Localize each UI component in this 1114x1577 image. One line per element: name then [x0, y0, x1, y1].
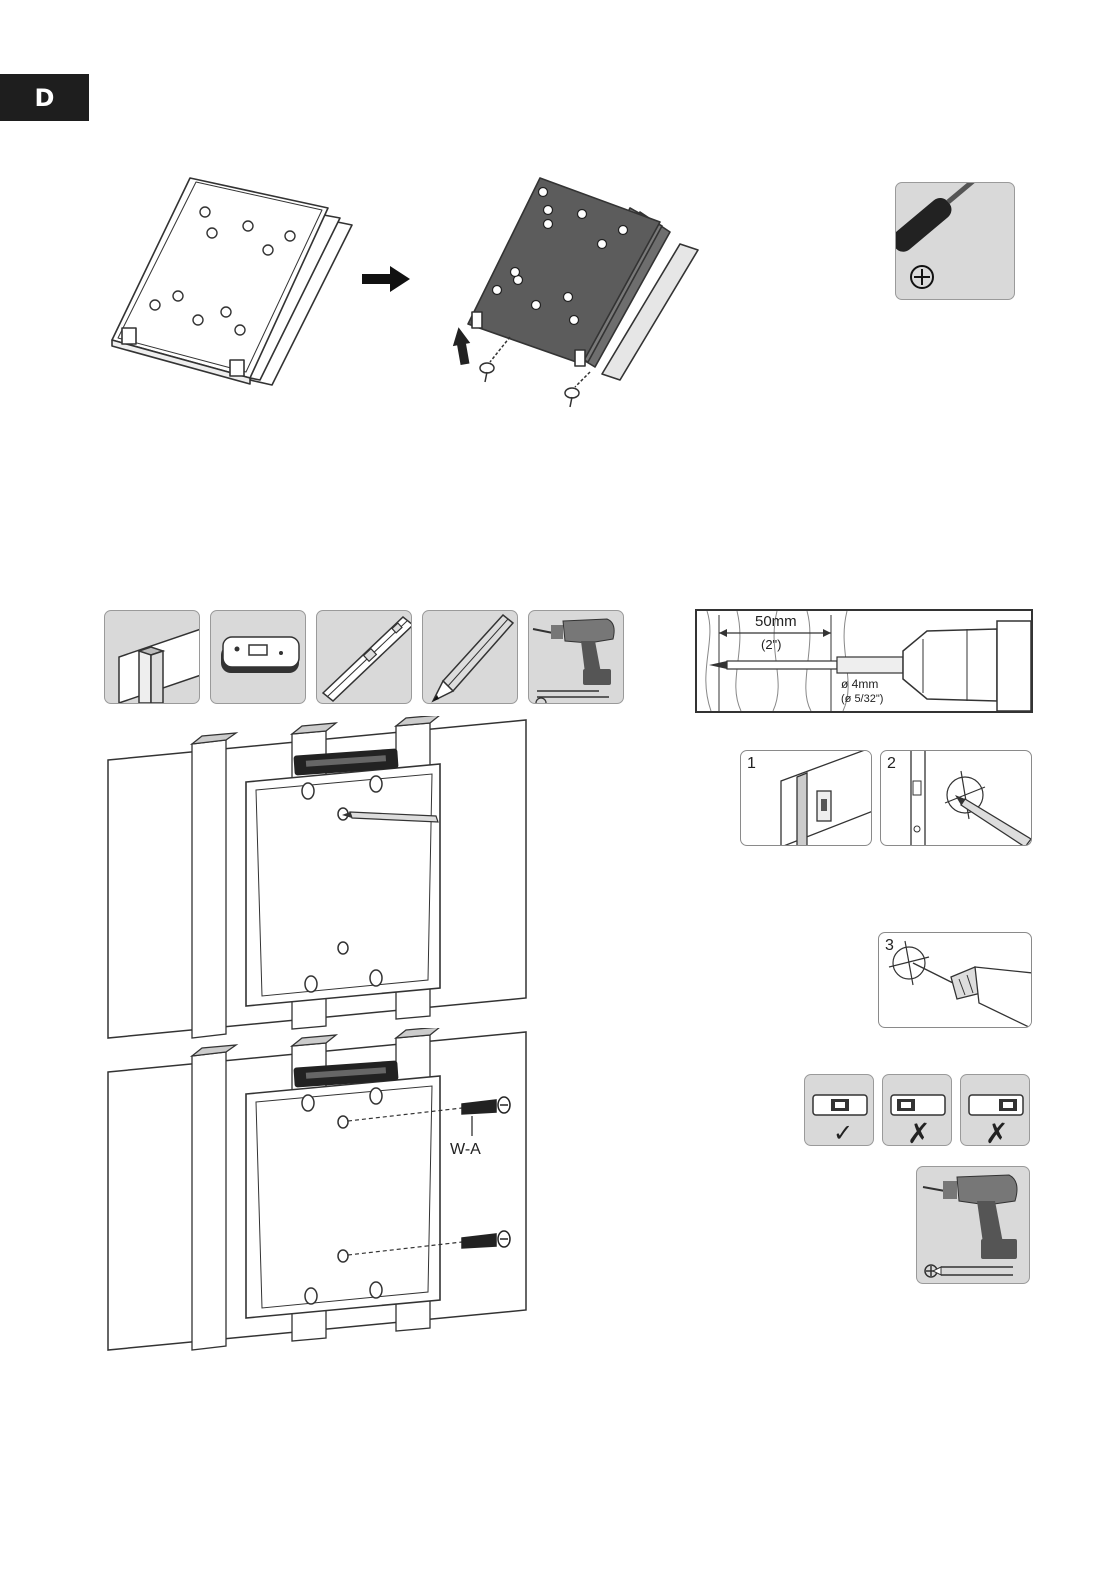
step-3-number: 3 — [885, 937, 894, 955]
tool-stud-finder — [210, 610, 306, 704]
power-drill-icon — [529, 611, 624, 704]
drill-diameter-label: ø 4mm — [841, 677, 878, 691]
power-drill-icon — [917, 1167, 1030, 1284]
tool-power-drill — [528, 610, 624, 704]
drill-screw-panel — [916, 1166, 1030, 1284]
bracket-plate-dark — [440, 172, 705, 412]
drill-depth-detail: 50mm (2") ø 4mm (ø 5/32") — [695, 609, 1033, 713]
stud-finder-icon — [211, 611, 306, 704]
drill-depth-inch: (2") — [761, 637, 782, 652]
drill-at-mark — [879, 933, 1032, 1028]
tool-spirit-level — [316, 610, 412, 704]
stud-finder-on-wall — [741, 751, 872, 846]
phillips-screwdriver-icon — [896, 183, 1015, 300]
step-2-panel: 2 — [880, 750, 1032, 846]
bracket-plate-light — [100, 170, 370, 395]
tool-pencil — [422, 610, 518, 704]
step-3-panel: 3 — [878, 932, 1032, 1028]
level-check-bad-2: ✗ — [960, 1074, 1030, 1146]
step-1-panel: 1 — [740, 750, 872, 846]
level-bad-mark-2: ✗ — [985, 1117, 1008, 1146]
mark-with-pencil — [881, 751, 1032, 846]
stud-icon — [105, 611, 200, 704]
screwdriver-panel — [895, 182, 1015, 300]
tool-stud — [104, 610, 200, 704]
drill-diameter-inch: (ø 5/32") — [841, 693, 883, 705]
level-ok-mark: ✓ — [833, 1119, 853, 1146]
wall-mount-screwing-diagram — [106, 1028, 528, 1354]
section-tab: D — [0, 74, 89, 121]
screw-wa-label: W-A — [450, 1141, 481, 1159]
arrow-right-icon — [362, 266, 412, 292]
wall-mount-marking-diagram — [106, 716, 528, 1042]
level-check-bad-1: ✗ — [882, 1074, 952, 1146]
drill-depth-label: 50mm — [755, 613, 797, 630]
step-1-number: 1 — [747, 755, 756, 773]
pencil-icon — [423, 611, 518, 704]
step-2-number: 2 — [887, 755, 896, 773]
level-check-ok: ✓ — [804, 1074, 874, 1146]
level-bad-mark-1: ✗ — [907, 1117, 930, 1146]
spirit-level-icon — [317, 611, 412, 704]
